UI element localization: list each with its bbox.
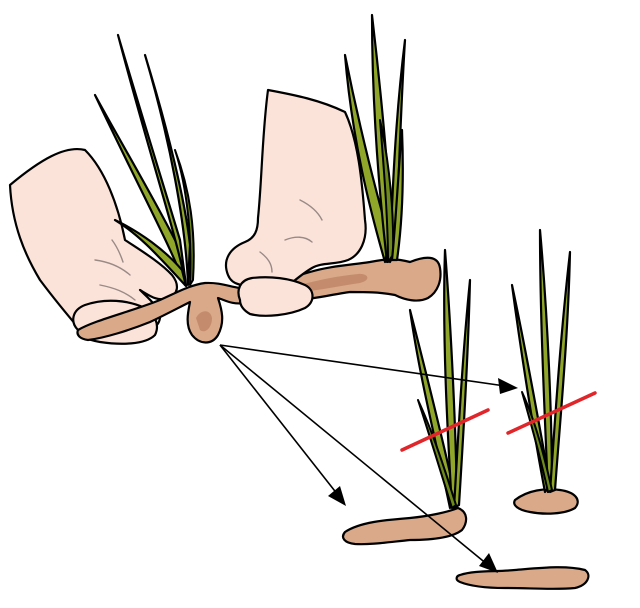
arrow-to-division-1 bbox=[219, 344, 346, 506]
cut-marks bbox=[400, 391, 597, 452]
plant-clump-right bbox=[343, 13, 407, 264]
plant-clump-left bbox=[93, 33, 195, 288]
arrow-to-division-2 bbox=[219, 344, 518, 394]
cut-mark-1 bbox=[400, 408, 490, 452]
division-1-leaves-with-rhizome bbox=[341, 248, 472, 546]
arrow-to-division-3 bbox=[219, 344, 498, 573]
division-3-bare-rhizome bbox=[455, 566, 590, 590]
division-2-leaves-trimmed bbox=[510, 228, 579, 515]
arrows bbox=[219, 344, 518, 573]
hand-right bbox=[224, 88, 367, 317]
cut-mark-2 bbox=[506, 391, 597, 435]
